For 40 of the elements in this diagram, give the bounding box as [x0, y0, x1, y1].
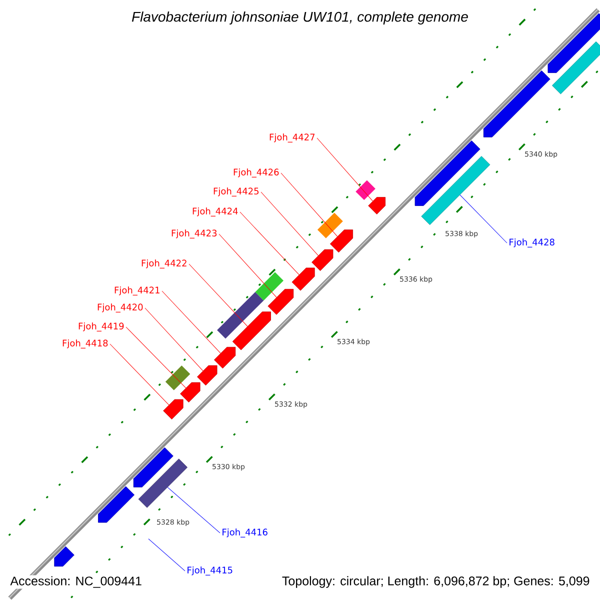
accession-text: Accession: NC_009441: [9, 575, 143, 589]
title: Flavobacterium johnsoniae UW101, complete genome: [132, 11, 468, 25]
gene-label: Fjoh_4423: [172, 230, 217, 238]
gene-feature: [330, 230, 353, 253]
gene-label: Fjoh_4416: [222, 528, 268, 538]
gene-feature: [312, 249, 334, 271]
gene-label: Fjoh_4415: [188, 566, 232, 576]
gene-feature: [292, 268, 315, 291]
gene-label: Fjoh_4420: [98, 304, 143, 312]
gene-label: Fjoh_4419: [78, 322, 124, 332]
leader-line: [218, 234, 277, 298]
gene-label: Fjoh_4426: [234, 168, 279, 178]
leader-line: [144, 308, 204, 372]
gene-label: Fjoh_4422: [142, 260, 186, 268]
leader-line: [188, 264, 248, 327]
leader-line: [460, 194, 508, 244]
gene-label: Fjoh_4424: [192, 208, 238, 216]
leader-line: [110, 344, 170, 406]
gene-label: Fjoh_4427: [270, 134, 315, 142]
gene-label: Fjoh_4418: [62, 340, 108, 348]
leader-line: [167, 487, 220, 534]
genome-info-text: Topology: circular; Length: 6,096,872 bp; Genes: 5,099: [280, 575, 591, 589]
leader-line: [148, 538, 186, 572]
leader-line: [126, 326, 186, 388]
leader-line: [240, 212, 300, 275]
gene-feature: [421, 156, 490, 225]
gene-feature: [214, 346, 236, 369]
gene-label: Fjoh_4428: [510, 238, 554, 248]
gene-feature: [163, 399, 184, 420]
leader-line: [316, 138, 373, 202]
gene-feature: [197, 365, 218, 386]
gene-feature: [368, 197, 386, 214]
leader-line: [162, 290, 221, 354]
gene-label: Fjoh_4421: [114, 286, 160, 296]
gene-feature: [138, 458, 188, 508]
gene-feature: [180, 382, 200, 402]
gene-feature: [232, 312, 271, 350]
leader-line: [260, 192, 318, 256]
gene-label: Fjoh_4425: [214, 188, 259, 196]
gene-feature: [268, 288, 294, 315]
